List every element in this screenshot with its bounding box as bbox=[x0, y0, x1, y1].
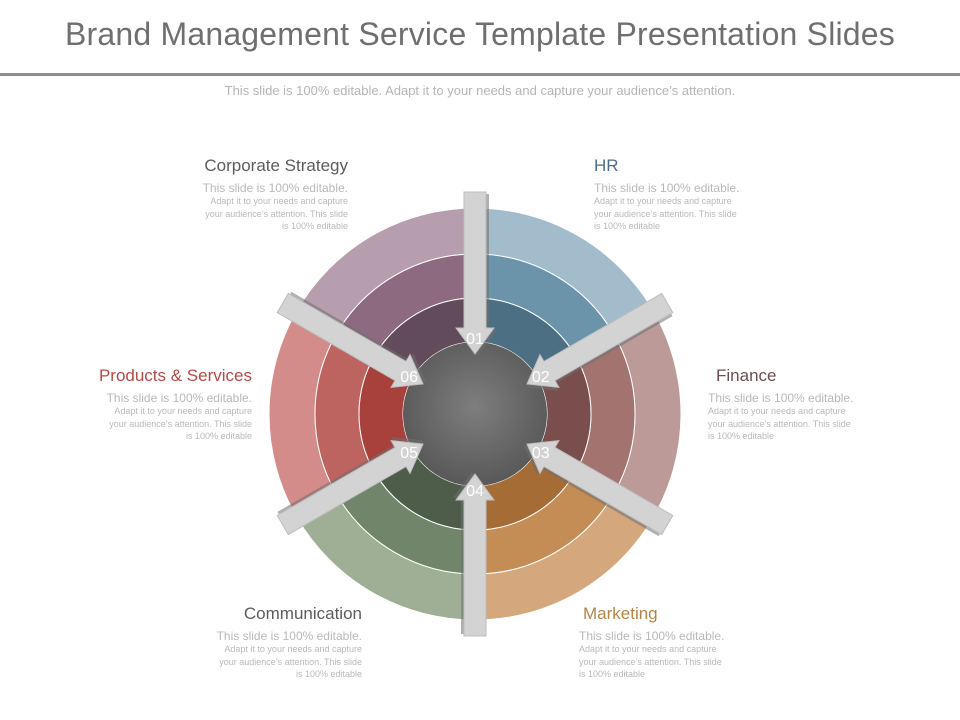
segment-text-line: This slide is 100% editable. bbox=[202, 181, 348, 195]
arrow-body bbox=[276, 292, 424, 389]
segment-text-line: Adapt it to your needs and capture bbox=[210, 196, 348, 206]
segment-text-line: This slide is 100% editable. bbox=[579, 629, 725, 643]
segment-number-label: 05 bbox=[400, 445, 418, 462]
arrow-body bbox=[276, 439, 424, 536]
arrow-body bbox=[526, 439, 674, 536]
wheel-center-hub bbox=[403, 342, 547, 486]
segment-text-line: This slide is 100% editable. bbox=[594, 181, 740, 195]
arrow-body bbox=[455, 191, 495, 355]
segment-number-label: 01 bbox=[466, 331, 484, 348]
segment-number-label: 03 bbox=[532, 445, 550, 462]
segment-text-line: your audience’s attention. This slide bbox=[219, 656, 362, 667]
segment-text-line: your audience’s attention. This slide bbox=[708, 418, 851, 429]
inward-arrow bbox=[276, 291, 427, 389]
segment-number-label: 02 bbox=[532, 369, 550, 386]
segment-label-products-services: Products & Services This slide is 100% e… bbox=[12, 366, 252, 443]
inward-arrow bbox=[453, 472, 495, 637]
segment-number-label: 04 bbox=[466, 483, 484, 500]
segment-text-line: is 100% editable bbox=[281, 221, 348, 231]
segment-text-line: your audience’s attention. This slide bbox=[109, 418, 252, 429]
segment-text-line: This slide is 100% editable. bbox=[708, 391, 854, 405]
segment-label-corporate-strategy: Corporate Strategy This slide is 100% ed… bbox=[108, 156, 348, 233]
title-divider bbox=[0, 73, 960, 76]
segment-label-finance: Finance This slide is 100% editable. Ada… bbox=[708, 366, 948, 443]
segment-title: Corporate Strategy bbox=[204, 156, 348, 175]
segment-text-line: Adapt it to your needs and capture bbox=[594, 196, 732, 206]
inward-arrow bbox=[276, 436, 424, 536]
segment-text-line: is 100% editable bbox=[185, 431, 252, 441]
arrow-body bbox=[526, 292, 674, 389]
segment-text-line: is 100% editable bbox=[295, 669, 362, 679]
segment-text-line: your audience’s attention. This slide bbox=[594, 208, 737, 219]
segment-number-label: 06 bbox=[400, 369, 418, 386]
segment-text-line: Adapt it to your needs and capture bbox=[579, 644, 717, 654]
inward-arrow bbox=[523, 439, 674, 537]
segment-text-line: is 100% editable bbox=[708, 431, 775, 441]
segment-text-line: your audience’s attention. This slide bbox=[205, 208, 348, 219]
segment-title: Products & Services bbox=[98, 366, 252, 385]
segment-text-line: is 100% editable bbox=[579, 669, 646, 679]
segment-title: Communication bbox=[243, 604, 362, 623]
segment-label-communication: Communication This slide is 100% editabl… bbox=[122, 604, 362, 681]
inward-arrow bbox=[455, 191, 497, 356]
segment-title: Finance bbox=[716, 366, 777, 385]
arrow-body bbox=[455, 473, 495, 637]
segment-text-line: Adapt it to your needs and capture bbox=[114, 406, 252, 416]
segment-title: Marketing bbox=[583, 604, 658, 623]
segment-text-line: your audience’s attention. This slide bbox=[579, 656, 722, 667]
segment-text-line: Adapt it to your needs and capture bbox=[224, 644, 362, 654]
segment-text-line: is 100% editable bbox=[594, 221, 661, 231]
inward-arrow bbox=[526, 292, 674, 392]
segment-label-hr: HR This slide is 100% editable. Adapt it… bbox=[594, 156, 834, 233]
slide-subtitle: This slide is 100% editable. Adapt it to… bbox=[224, 83, 736, 98]
segment-text-line: This slide is 100% editable. bbox=[106, 391, 252, 405]
segment-text-line: This slide is 100% editable. bbox=[216, 629, 362, 643]
slide-title: Brand Management Service Template Presen… bbox=[64, 16, 896, 52]
segment-label-marketing: Marketing This slide is 100% editable. A… bbox=[579, 604, 819, 681]
segment-text-line: Adapt it to your needs and capture bbox=[708, 406, 846, 416]
segment-title: HR bbox=[594, 156, 619, 175]
